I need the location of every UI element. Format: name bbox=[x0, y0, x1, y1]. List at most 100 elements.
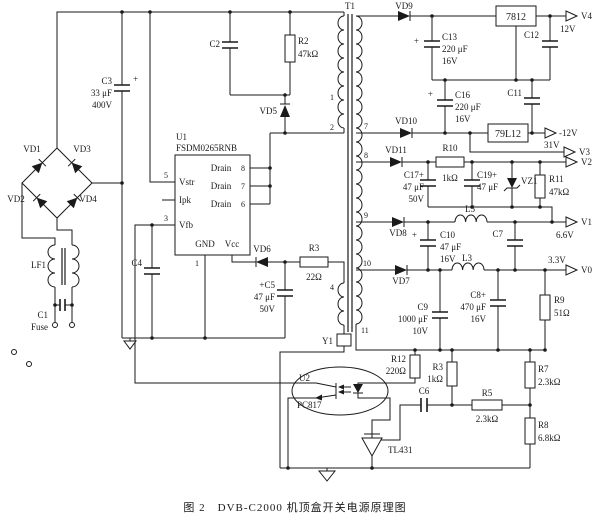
optocoupler-u2 bbox=[291, 366, 389, 416]
u1-pin-1: 1 bbox=[195, 259, 199, 268]
label-r10-value: 1kΩ bbox=[442, 173, 458, 183]
u1-pin-3: 3 bbox=[164, 214, 168, 223]
label-vd4: VD4 bbox=[79, 194, 97, 204]
label-fuse: Fuse bbox=[31, 322, 48, 332]
t1-pin-11: 11 bbox=[361, 326, 369, 335]
label-t1: T1 bbox=[345, 1, 355, 11]
label-c5-value: 47 μF bbox=[254, 292, 275, 302]
label-u1-vstr: Vstr bbox=[179, 177, 195, 187]
net-v3: V3 bbox=[579, 147, 590, 157]
label-vd1: VD1 bbox=[23, 144, 41, 154]
label-c17: C17+ bbox=[404, 170, 424, 180]
t1-pin-7: 7 bbox=[364, 122, 368, 131]
label-c5-voltage: 50V bbox=[260, 304, 276, 314]
label-r11: R11 bbox=[549, 174, 564, 184]
plus-c16: + bbox=[428, 89, 433, 99]
reg-7812-box bbox=[495, 5, 537, 27]
label-u1-vcc: Vcc bbox=[225, 239, 240, 249]
label-r2-value: 47kΩ bbox=[298, 49, 319, 59]
net-v0: V0 bbox=[581, 265, 592, 275]
label-u1-drain2: Drain bbox=[211, 181, 232, 191]
figure-caption: 图 2 DVB-C2000 机顶盒开关电源原理图 bbox=[183, 500, 406, 514]
net-v0-voltage: 3.3V bbox=[548, 255, 566, 265]
capacitor-plates bbox=[59, 40, 558, 412]
plus-c3: + bbox=[133, 74, 138, 84]
t1-pin-1: 1 bbox=[330, 93, 334, 102]
t1-pin-2: 2 bbox=[330, 123, 334, 132]
net-v1-voltage: 6.6V bbox=[556, 230, 574, 240]
label-c16-value: 220 μF bbox=[455, 102, 481, 112]
junction-dots bbox=[53, 10, 554, 470]
label-c16: C16 bbox=[455, 90, 471, 100]
label-u2-part: PC817 bbox=[297, 400, 322, 410]
label-c2: C2 bbox=[209, 39, 220, 49]
t1-pin-10: 10 bbox=[363, 259, 371, 268]
label-r10: R10 bbox=[442, 143, 458, 153]
label-r3: R3 bbox=[309, 243, 320, 253]
reg-79l12-box bbox=[487, 123, 529, 143]
label-r5: R5 bbox=[482, 388, 493, 398]
label-c10-voltage: 16V bbox=[440, 254, 456, 264]
label-c10-value: 47 μF bbox=[440, 242, 461, 252]
label-vd8: VD8 bbox=[389, 228, 407, 238]
label-reg-7812: 7812 bbox=[506, 12, 526, 23]
u1-pin-5: 5 bbox=[164, 171, 168, 180]
label-lf1: LF1 bbox=[31, 260, 46, 270]
label-c3-value: 33 μF bbox=[91, 88, 112, 98]
inductor-l3 bbox=[451, 262, 485, 271]
label-u1: U1 bbox=[176, 132, 187, 142]
label-c10: C10 bbox=[440, 230, 456, 240]
label-r3-value: 22Ω bbox=[306, 272, 322, 282]
label-r12-value: 220Ω bbox=[386, 366, 407, 376]
transformer-t1 bbox=[337, 14, 363, 332]
net-v4: V4 bbox=[581, 11, 592, 21]
label-u1-ipk: Ipk bbox=[179, 195, 191, 205]
net-v4-voltage: 12V bbox=[560, 24, 576, 34]
label-c7: C7 bbox=[492, 229, 503, 239]
label-c9: C9 bbox=[417, 302, 428, 312]
bridge-rectifier bbox=[21, 147, 93, 219]
label-vz1: VZ1 bbox=[521, 176, 538, 186]
tl431-symbol bbox=[361, 433, 383, 458]
label-c3: C3 bbox=[101, 76, 112, 86]
label-c13-voltage: 16V bbox=[442, 56, 458, 66]
label-u1-drain3: Drain bbox=[211, 199, 232, 209]
diode-symbols bbox=[255, 11, 521, 275]
t1-pin-8: 8 bbox=[364, 151, 368, 160]
label-u1-gnd: GND bbox=[195, 239, 215, 249]
label-r11-value: 47kΩ bbox=[549, 187, 570, 197]
label-reg-79l12: 79L12 bbox=[495, 129, 521, 140]
label-vd6: VD6 bbox=[253, 244, 271, 254]
label-c16-voltage: 16V bbox=[455, 114, 471, 124]
label-r7: R7 bbox=[538, 364, 549, 374]
net-v3-voltage: 31V bbox=[544, 140, 560, 150]
label-l5: L5 bbox=[465, 204, 475, 214]
label-r5-value: 2.3kΩ bbox=[476, 414, 499, 424]
label-c19-value: 47 μF bbox=[477, 182, 498, 192]
label-c4: C4 bbox=[131, 258, 142, 268]
labels: VD1 VD3 VD2 VD4 LF1 C1 Fuse C3 33 μF 400… bbox=[7, 1, 592, 514]
label-c17-voltage: 50V bbox=[409, 194, 425, 204]
label-c11: C11 bbox=[507, 88, 522, 98]
output-arrows bbox=[544, 10, 579, 276]
label-r9: R9 bbox=[554, 295, 565, 305]
label-r12: R12 bbox=[391, 354, 406, 364]
t1-pin-4: 4 bbox=[330, 283, 334, 292]
line-filter-lf1 bbox=[47, 244, 80, 288]
label-vd2: VD2 bbox=[7, 194, 25, 204]
label-c5: +C5 bbox=[259, 280, 275, 290]
label-c13: C13 bbox=[442, 32, 458, 42]
label-r13: R3 bbox=[432, 362, 443, 372]
label-l3: L3 bbox=[462, 253, 472, 263]
label-r2: R2 bbox=[298, 36, 309, 46]
label-c6: C6 bbox=[419, 386, 430, 396]
net-neg12: -12V bbox=[559, 128, 578, 138]
label-c1: C1 bbox=[37, 310, 48, 320]
label-vd10: VD10 bbox=[395, 116, 417, 126]
label-c3-voltage: 400V bbox=[92, 100, 113, 110]
label-vd3: VD3 bbox=[73, 144, 91, 154]
label-c9-voltage: 10V bbox=[413, 326, 429, 336]
label-c8: C8+ bbox=[470, 290, 486, 300]
